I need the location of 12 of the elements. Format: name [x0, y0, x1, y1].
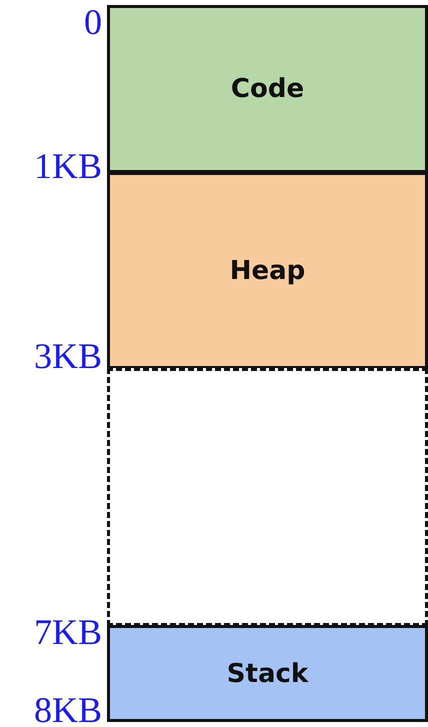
address-label: 3KB: [34, 338, 102, 374]
memory-segment: [107, 5, 428, 173]
memory-segment: [107, 172, 428, 369]
memory-segment: [107, 625, 428, 722]
address-label: 1KB: [34, 148, 102, 184]
segment-label: Stack: [226, 658, 308, 688]
segment-label: Code: [230, 74, 304, 104]
address-label: 7KB: [34, 614, 102, 650]
segment-label: Heap: [230, 256, 306, 286]
address-label: 8KB: [34, 692, 102, 727]
free-space-box: [107, 368, 428, 626]
address-label: 0: [84, 4, 102, 40]
